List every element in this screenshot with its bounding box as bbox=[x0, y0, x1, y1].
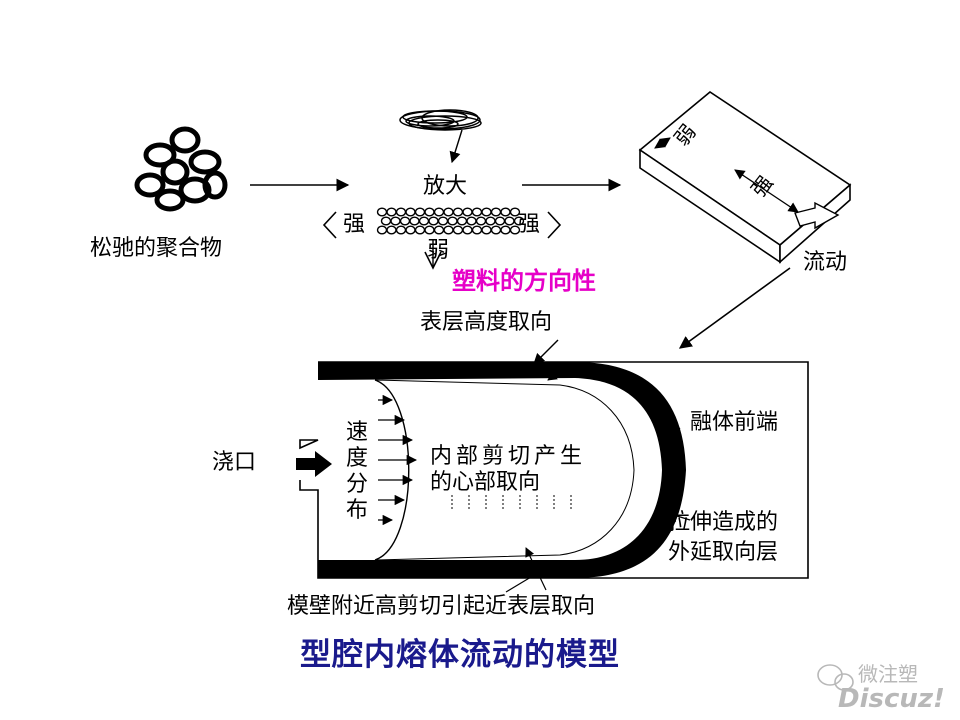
wall-shear-label: 模壁附近高剪切引起近表层取向 bbox=[287, 594, 596, 619]
skin-layer bbox=[318, 362, 686, 578]
watermark-brand: Discuz! bbox=[838, 684, 945, 714]
weak-label: 弱 bbox=[427, 238, 450, 263]
wechat-icon bbox=[817, 664, 854, 691]
strong-left-label: 强 bbox=[343, 212, 366, 237]
stretch-label-line2: 外延取向层 bbox=[668, 540, 779, 565]
stretch-label-line1: 拉伸造成的 bbox=[668, 510, 779, 535]
polymer-label: 松驰的聚合物 bbox=[90, 236, 223, 261]
strong-right-arrow-icon bbox=[547, 211, 562, 239]
block-weak-arrow-icon bbox=[654, 137, 671, 149]
subtitle: 塑料的方向性 bbox=[452, 267, 596, 295]
magnify-pointer-arrow bbox=[449, 129, 463, 164]
core-label-line2: 的心部取向 bbox=[430, 470, 541, 495]
aligned-chain-icon bbox=[376, 207, 525, 235]
weak-down-arrow-icon bbox=[424, 251, 442, 270]
flow-arrow-icon bbox=[794, 201, 840, 230]
surface-orientation-label: 表层高度取向 bbox=[420, 310, 553, 335]
strong-right-label: 强 bbox=[518, 212, 541, 237]
core-boundary bbox=[374, 379, 635, 561]
page-title: 型腔内熔体流动的模型 bbox=[300, 637, 620, 673]
core-orientation-marks bbox=[451, 495, 572, 510]
velocity-distribution-label: 速度分布 bbox=[345, 420, 368, 523]
velocity-profile-curve bbox=[374, 379, 410, 561]
flow-label: 流动 bbox=[803, 250, 848, 275]
strong-left-arrow-icon bbox=[322, 211, 337, 239]
arrow-to-cavity bbox=[678, 267, 791, 349]
magnify-label: 放大 bbox=[423, 174, 468, 199]
gate-arrow-icon bbox=[296, 451, 332, 477]
watermark-wechat: 微注塑 bbox=[858, 662, 918, 686]
mold-cavity bbox=[296, 339, 809, 593]
tangled-chain-icon bbox=[399, 109, 482, 131]
core-label-line1: 内部剪切产生 bbox=[430, 444, 587, 469]
loose-polymer-icon bbox=[134, 126, 228, 212]
gate-label: 浇口 bbox=[212, 450, 257, 475]
melt-front-label: 融体前端 bbox=[690, 410, 779, 435]
block-strong-arrow-icon bbox=[734, 169, 799, 213]
velocity-arrows bbox=[378, 394, 418, 526]
